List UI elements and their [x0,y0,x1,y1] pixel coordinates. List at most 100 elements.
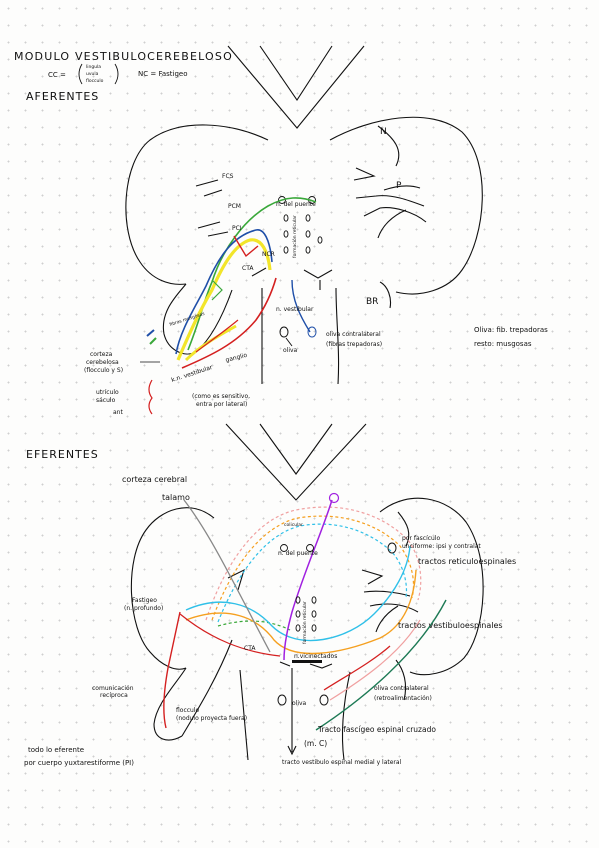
efferent-darkgreen-tract [315,599,447,731]
afferent-label-formacion: formación reticular [291,215,298,258]
efferent-olive-left [277,694,287,706]
efferent-label-nvc: n.vicinectados [294,653,337,660]
afferents-heading: AFERENTES [26,90,99,103]
afferent-label-comoes: (como es sensitivo, [192,393,250,400]
efferent-pink-tract [329,619,421,701]
afferent-label-ganglio: ganglio [225,352,248,364]
efferent-cyan-tract [185,545,411,642]
efferent-pink-dashed [205,506,422,621]
afferent-green-tick [149,337,157,345]
afferent-reticular-dots [283,214,323,254]
cc-close-paren [114,63,119,85]
efferent-label-comunicacion: comunicación [92,685,134,692]
cc-item-uvula: uvula [86,71,99,77]
efferent-label-olivacont: oliva contralateral [374,685,429,692]
efferent-descending-arrowhead [287,745,297,756]
efferent-label-tfe: Tracto fascígeo espinal cruzado [317,725,436,734]
afferent-olive-right [307,326,317,338]
efferent-label-todo1: todo lo eferente [28,746,84,754]
efferent-label-porfasc: por fascículo [402,535,441,542]
afferent-label-olivacont: oliva contralateral [326,331,381,338]
afferent-label-mossy: fibras musgosas [169,311,206,328]
afferent-olive-pointer [285,337,293,347]
efferent-label-npuente: n. del puente [278,550,318,557]
efferent-label-uncif: unciforme: ipsi y contralat [402,543,481,550]
afferent-label-ncr: NCR [262,251,275,258]
efferent-cerebellum-outline [130,423,484,761]
efferent-red-olive [323,645,391,691]
efferent-label-flocc: flocculo [176,707,200,714]
efferent-olive-right [319,694,329,706]
afferent-pons-dot-left [278,196,286,204]
efferent-label-mc: (m. C) [304,739,327,748]
efferent-pons-dot-left [280,544,288,552]
cc-prefix: CC = [48,71,66,79]
page-title: MODULO VESTIBULOCEREBELOSO [14,50,233,63]
efferent-label-retro: (retroalimentación) [374,695,432,702]
efferent-purple-nucleus [328,492,340,504]
efferent-label-oliva: oliva [292,700,307,707]
efferent-orange-tract [185,569,417,655]
afferent-label-p: P [396,181,402,191]
afferent-label-n: N [380,127,387,137]
afferent-label-ant: ant [113,409,123,416]
efferent-pons-dot-right [306,544,314,552]
afferent-yellow-tract [176,238,272,361]
cc-open-paren [78,63,83,85]
efferent-red-to-cta [179,613,281,657]
efferent-cyan-dashed [217,523,408,623]
efferent-label-tractoves: tracto vestibulo espinal medial y latera… [282,759,402,766]
efferent-reticular-dots [295,596,317,632]
afferent-blue-olive [291,279,311,333]
afferent-label-pci: PCI [232,225,242,232]
efferent-purple-tract [283,499,333,661]
efferent-label-reticulo: tractos reticuloespinales [418,557,516,566]
cc-item-flocculo: flocculo [86,78,104,84]
afferent-green-small [211,279,223,301]
efferent-label-reciproca: recíproca [100,692,128,699]
afferent-label-fibras: (fibras trepadoras) [326,341,382,348]
afferent-note-resto: resto: musgosas [474,340,532,348]
afferent-label-npuente: n. del puente [276,201,316,208]
afferent-label-nvest: n. vestibular [276,306,314,313]
efferent-gray-tract [183,499,271,653]
afferent-label-cerebelosa: cerebelosa [86,359,119,366]
nc-label: NC = Fastigeo [138,70,187,78]
afferent-label-oliva: oliva [283,347,298,354]
afferent-cerebellum-outline [125,45,483,385]
afferent-label-flocculo: (flocculo y S) [84,367,123,374]
afferent-label-corteza: corteza [90,351,113,358]
efferents-heading: EFERENTES [26,448,99,461]
afferent-red-tract [181,277,277,369]
efferent-label-fastigeo: Fastigeo [132,597,157,604]
cc-item-lingula: lingula [86,64,101,70]
afferent-red-brace [148,379,153,415]
afferent-note-oliva: Oliva: fib. trepadoras [474,326,548,334]
efferent-label-flocc2: (nodulo proyecta fuera) [176,715,247,722]
afferent-red-arrow [233,235,259,258]
efferent-green-dashed [217,620,291,631]
efferent-label-nprof: (n. profundo) [124,605,163,612]
afferent-label-cta: CTA [242,265,254,272]
efferent-label-vestibulo: tractos vestibuloespinales [398,621,503,630]
efferent-label-formacion: formación reticular [301,601,308,644]
efferent-red-tract [163,611,181,729]
afferent-olive-left [279,326,289,338]
efferent-label-cta: CTA [244,645,256,652]
efferent-uncinate-nucleus [387,542,397,554]
afferent-label-utriculo: utrículo [96,389,119,396]
afferent-label-fcs: FCS [222,173,234,180]
afferent-red-branch [195,319,239,353]
afferent-label-br: BR [366,297,378,307]
efferent-label-corteza: corteza cerebral [122,475,187,484]
efferent-label-todo2: por cuerpo yuxtarestiforme (PI) [24,759,134,767]
afferent-label-saculo: sáculo [96,397,116,404]
efferent-label-talamo: talamo [162,493,190,502]
afferent-label-kn: k.n. vestibular [170,364,213,384]
afferent-blue-tick [146,329,155,337]
afferent-blue-tract [175,229,273,355]
afferent-label-entra: entra por lateral) [196,401,247,408]
afferent-label-pcm: PCM [228,203,241,210]
efferent-label-colicular: colicular [284,522,303,528]
